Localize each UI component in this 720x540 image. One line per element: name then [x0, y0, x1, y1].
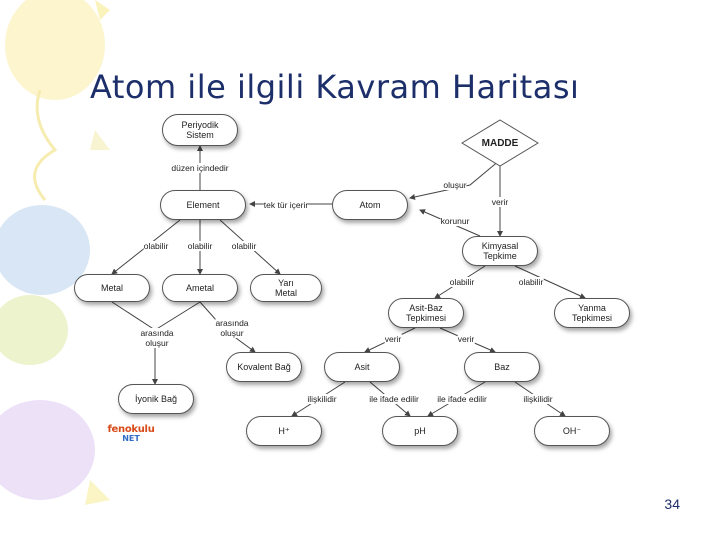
- node-metal: Metal: [74, 274, 150, 302]
- node-element: Element: [160, 190, 246, 220]
- node-asit: Asit: [324, 352, 400, 382]
- link-label-ile-ifade-edilir-2: ile ifade edilir: [437, 394, 487, 404]
- link-label-tek-tur-icerir: tek tür içerir: [263, 200, 309, 210]
- node-ametal: Ametal: [162, 274, 238, 302]
- page-number: 34: [664, 496, 680, 512]
- link-label-korunur: korunur: [440, 216, 470, 226]
- logo-text-line1: fenokulu: [107, 424, 155, 435]
- node-oh-ion: OH⁻: [534, 416, 610, 446]
- link-label-arasinda-olusur-1: arasında oluşur: [140, 328, 174, 348]
- node-periyodik-sistem: Periyodik Sistem: [162, 114, 238, 146]
- node-kovalent-bag: Kovalent Bağ: [226, 352, 302, 382]
- link-label-olabilir-metal: olabilir: [143, 241, 169, 251]
- link-label-olabilir-yanma: olabilir: [518, 277, 544, 287]
- logo-text-line2: NET: [122, 434, 140, 443]
- slide-title: Atom ile ilgili Kavram Haritası: [90, 68, 580, 106]
- node-h-ion: H⁺: [246, 416, 322, 446]
- link-label-olabilir-ametal: olabilir: [187, 241, 213, 251]
- node-iyonik-bag: İyonik Bağ: [118, 384, 194, 414]
- node-baz: Baz: [464, 352, 540, 382]
- node-madde: MADDE: [481, 138, 519, 149]
- node-asit-baz-tepkimesi: Asit-Baz Tepkimesi: [388, 298, 464, 328]
- node-yari-metal: Yarı Metal: [250, 274, 322, 302]
- fenokulu-logo: fenokulu NET: [104, 424, 158, 454]
- node-yanma-tepkimesi: Yanma Tepkimesi: [554, 298, 630, 328]
- link-label-verir-madde: verir: [491, 197, 509, 207]
- link-label-iliskilidir-2: ilişkilidir: [523, 394, 553, 404]
- node-atom: Atom: [332, 190, 408, 220]
- link-label-arasinda-olusur-2: arasında oluşur: [215, 318, 249, 338]
- node-kimyasal-tepkime: Kimyasal Tepkime: [462, 236, 538, 266]
- link-label-duzen-icindedir: düzen içindedir: [171, 163, 229, 173]
- link-label-verir-baz: verir: [457, 334, 475, 344]
- link-label-olabilir-yari: olabilir: [231, 241, 257, 251]
- link-label-ile-ifade-edilir-1: ile ifade edilir: [369, 394, 419, 404]
- link-label-olabilir-asitbaz: olabilir: [449, 277, 475, 287]
- link-label-iliskilidir-1: ilişkilidir: [307, 394, 337, 404]
- node-ph: pH: [382, 416, 458, 446]
- link-label-olusur: oluşur: [443, 180, 467, 190]
- link-label-verir-asit: verir: [384, 334, 402, 344]
